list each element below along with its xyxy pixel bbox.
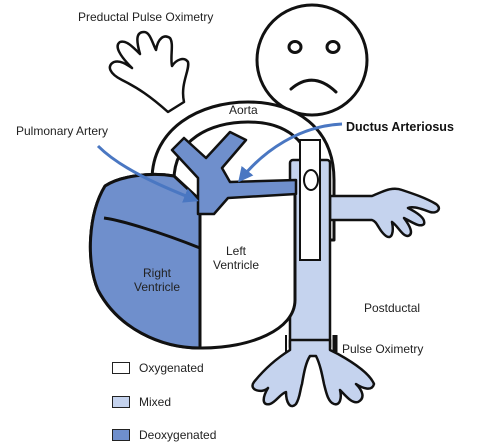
heart	[90, 174, 295, 348]
postductal-label: Postductal	[364, 301, 420, 315]
legend-item-oxygenated: Oxygenated	[112, 360, 204, 376]
legend-item-deoxygenated: Deoxygenated	[112, 427, 216, 443]
legend-label-oxygenated: Oxygenated	[139, 361, 204, 375]
legend-swatch-oxygenated	[112, 362, 130, 374]
preductal-label: Preductal Pulse Oximetry	[78, 10, 213, 24]
right-ventricle-label: Right Ventricle	[134, 266, 180, 294]
pulse-oximetry-label: Pulse Oximetry	[342, 342, 423, 356]
pulmonary-artery-label: Pulmonary Artery	[16, 124, 108, 138]
legend-label-deoxygenated: Deoxygenated	[139, 428, 216, 442]
foramen-oval	[304, 170, 318, 190]
legend-swatch-mixed	[112, 396, 130, 408]
aorta-label: Aorta	[229, 103, 258, 117]
right-ventricle	[90, 174, 200, 348]
right-hand-icon	[110, 32, 188, 112]
ductus-arteriosus-label: Ductus Arteriosus	[346, 120, 454, 134]
left-ventricle-label: Left Ventricle	[213, 244, 259, 272]
legend-swatch-deoxygenated	[112, 429, 130, 441]
legend-label-mixed: Mixed	[139, 395, 171, 409]
sad-face-icon	[257, 5, 367, 115]
legend-item-mixed: Mixed	[112, 394, 171, 410]
left-arm	[330, 189, 439, 237]
